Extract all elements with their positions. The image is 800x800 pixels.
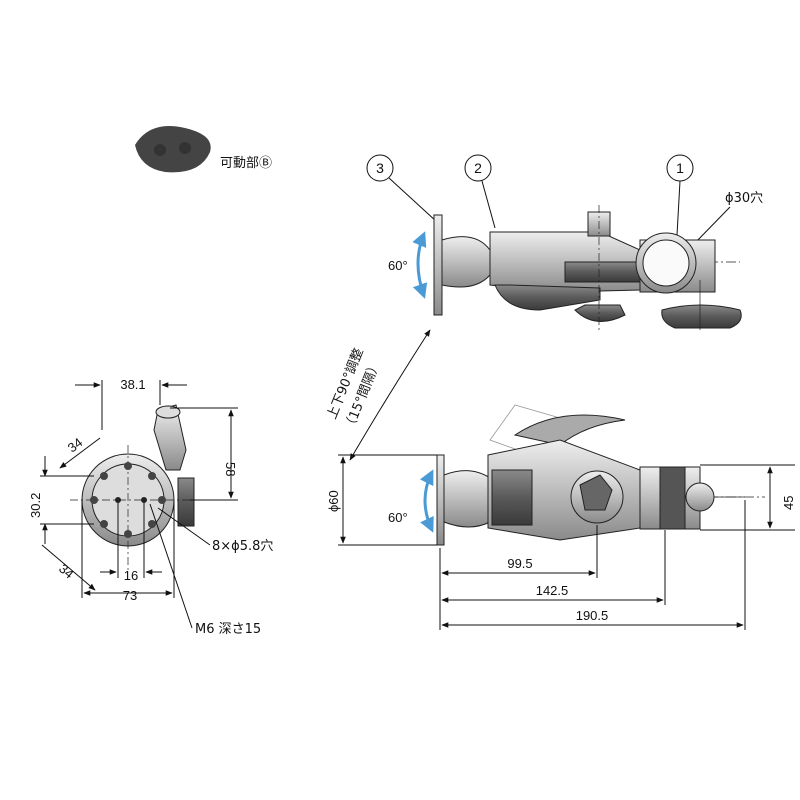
side-view: 60° xyxy=(388,205,742,330)
callout-3: 3 xyxy=(366,154,438,223)
dim-34-a: 34 xyxy=(65,435,86,456)
dim-73: 73 xyxy=(123,588,137,603)
svg-text:1: 1 xyxy=(676,160,684,176)
hole-30-label: ϕ30穴 xyxy=(725,191,763,206)
dim-99-5: 99.5 xyxy=(507,556,532,571)
base-front-view xyxy=(70,404,200,570)
dim-30-2: 30.2 xyxy=(28,493,43,518)
dim-58: 58 xyxy=(223,462,238,476)
plan-view: 60° xyxy=(388,404,765,546)
dim-34-b: 34 xyxy=(56,561,77,582)
angle-bottom-label: 60° xyxy=(388,510,408,525)
dim-190-5: 190.5 xyxy=(576,608,609,623)
dim-142-5: 142.5 xyxy=(536,583,569,598)
callout-1: 1 xyxy=(666,154,694,236)
dim-45: 45 xyxy=(781,496,796,510)
dim-38-1: 38.1 xyxy=(120,377,145,392)
holes-8-label: 8×ϕ5.8穴 xyxy=(212,539,273,554)
angle-top-label: 60° xyxy=(388,258,408,273)
m6-label: M6 深さ15 xyxy=(195,622,261,637)
dim-phi60: ϕ60 xyxy=(326,490,341,512)
movable-part-label: 可動部Ⓑ xyxy=(220,156,272,171)
svg-text:3: 3 xyxy=(376,160,384,176)
dim-16: 16 xyxy=(124,568,138,583)
movable-part-photo xyxy=(135,126,211,173)
svg-text:2: 2 xyxy=(474,160,482,176)
callout-2: 2 xyxy=(464,154,496,229)
